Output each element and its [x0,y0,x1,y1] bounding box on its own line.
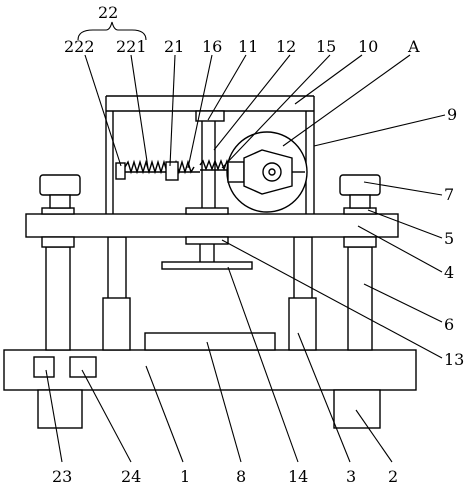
label-22: 22 [98,3,118,22]
leader-16 [187,54,213,169]
leader-2 [355,409,393,463]
left-knob [39,174,81,196]
label-23: 23 [52,467,72,486]
label-21: 21 [164,37,184,56]
label-5: 5 [444,229,454,248]
spring-coil [124,159,195,175]
left-cylinder-upper [107,236,127,301]
label-24: 24 [121,467,141,486]
right-knob-stem [349,194,371,209]
wheel-hub-block [227,161,245,183]
right-outer-post [347,246,373,351]
label-12: 12 [276,37,296,56]
leader-8 [206,341,242,463]
right-cylinder-upper [293,236,313,301]
label-4: 4 [444,263,454,282]
button-23 [33,356,55,378]
leader-9 [313,114,446,147]
brace-22 [77,21,147,41]
left-outer-post [45,246,71,351]
bracket-bolt-top [185,207,229,215]
leader-12 [213,54,291,151]
label-16: 16 [202,37,222,56]
label-222: 222 [64,37,95,56]
label-1: 1 [180,467,190,486]
leader-3 [297,332,351,463]
wheel-axle-center [268,168,276,176]
leader-4 [357,225,443,273]
leader-6 [363,283,443,323]
leader-15 [221,54,331,169]
cross-beam [25,213,399,238]
press-bolt-bottom [185,236,229,245]
label-15: 15 [316,37,336,56]
left-cylinder-lower [102,297,131,351]
label-9: 9 [447,105,457,124]
left-foot [37,389,83,429]
label-8: 8 [236,467,246,486]
label-2: 2 [388,467,398,486]
leader-14 [227,266,299,463]
leader-A [282,54,411,147]
leader-222 [84,54,122,167]
label-10: 10 [358,37,378,56]
leader-5 [367,209,443,239]
leader-24 [81,369,132,463]
base-plate [3,349,417,391]
label-7: 7 [444,185,454,204]
left-knob-stem [49,194,71,209]
leader-10 [294,54,363,105]
right-knob [339,174,381,196]
spring-collar [165,161,179,181]
leader-11 [207,54,247,121]
label-6: 6 [444,315,454,334]
label-A: A [407,37,420,56]
leader-1 [145,365,184,463]
right-cylinder-lower [288,297,317,351]
label-13: 13 [444,350,464,369]
leader-221 [130,54,149,169]
right-foot [333,389,381,429]
button-24 [69,356,97,378]
leader-21 [169,54,176,167]
leader-13 [221,239,443,359]
workpiece-block [144,332,276,351]
left-bolt-bottom [41,236,75,248]
left-bolt-top [41,207,75,215]
leader-23 [45,369,63,463]
label-11: 11 [238,37,258,56]
press-plate [161,261,253,270]
leader-7 [363,181,443,196]
label-3: 3 [346,467,356,486]
wheel-axle [262,162,282,182]
right-bolt-bottom [343,236,377,248]
label-14: 14 [288,467,308,486]
label-221: 221 [116,37,147,56]
